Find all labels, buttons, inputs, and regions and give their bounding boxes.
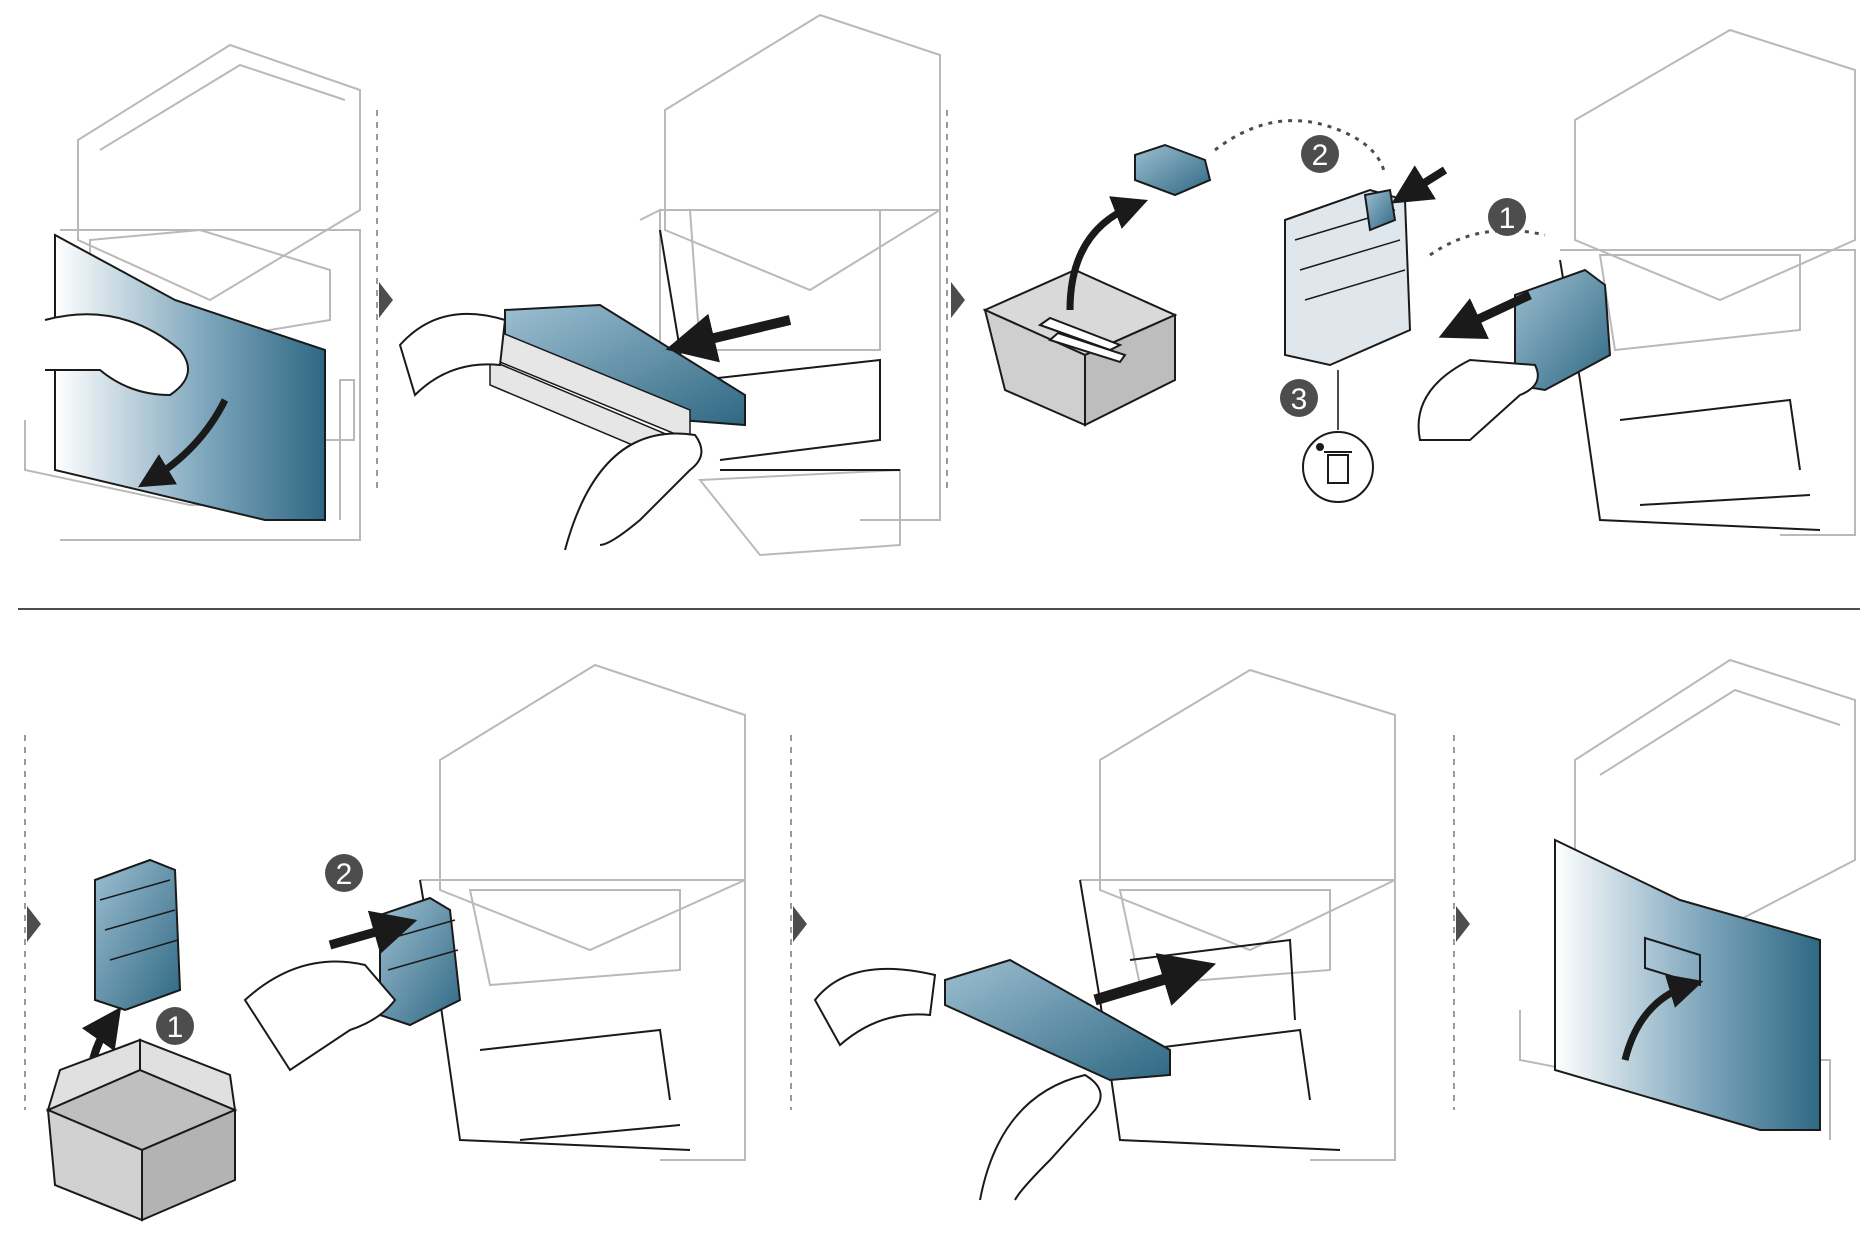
close-door-arrow	[1621, 974, 1704, 1061]
svg-text:1: 1	[1499, 202, 1516, 235]
toner-cartridge-blue	[944, 958, 1171, 1082]
waste-toner-container-new	[94, 858, 182, 1012]
lift-arrow	[1066, 196, 1149, 311]
open-door-arrow	[137, 398, 229, 488]
svg-text:2: 2	[1312, 139, 1329, 172]
step-badge-2: 2	[325, 854, 363, 892]
right-hand	[979, 1073, 1102, 1201]
step-badge-2: 2	[1301, 135, 1339, 173]
pull-out-arrow	[1438, 290, 1532, 339]
svg-text:3: 3	[1291, 383, 1308, 416]
insert-cap-arrow	[1391, 165, 1448, 204]
left-hand	[813, 967, 937, 1047]
right-hand	[243, 960, 397, 1072]
top-panel-1-open-door	[24, 43, 361, 541]
trash-disposal-icon	[1302, 431, 1374, 503]
open-box	[45, 1038, 238, 1222]
top-panel-3-waste-container	[982, 28, 1856, 536]
open-box	[982, 268, 1178, 427]
left-hand	[398, 312, 507, 397]
top-panel-2-remove-cartridge	[398, 13, 941, 557]
step-arrow-icon	[379, 282, 393, 318]
step-arrow-icon	[951, 282, 965, 318]
remove-arrow	[665, 313, 792, 363]
left-hand	[44, 313, 189, 397]
insert-arrow	[1093, 953, 1217, 1006]
container-cap-blue	[1134, 143, 1212, 197]
step-badge-3: 3	[1280, 379, 1318, 417]
bottom-panel-2-insert-container	[243, 663, 746, 1161]
right-hand	[1417, 358, 1539, 441]
front-door-panel	[54, 233, 326, 521]
step-badge-1: 1	[1488, 198, 1526, 236]
bottom-panel-1-take-container	[45, 858, 238, 1222]
step-arrow-icon	[27, 906, 41, 942]
bottom-panel-4-close-door	[1519, 658, 1856, 1140]
svg-text:1: 1	[167, 1011, 184, 1044]
bottom-panel-3-insert-cartridge	[813, 668, 1396, 1201]
step-arrow-icon	[1456, 906, 1470, 942]
svg-text:2: 2	[336, 858, 353, 891]
step-arrow-icon	[793, 906, 807, 942]
insert-arrow	[328, 910, 418, 955]
right-hand	[564, 432, 703, 551]
step-badge-1: 1	[156, 1007, 194, 1045]
